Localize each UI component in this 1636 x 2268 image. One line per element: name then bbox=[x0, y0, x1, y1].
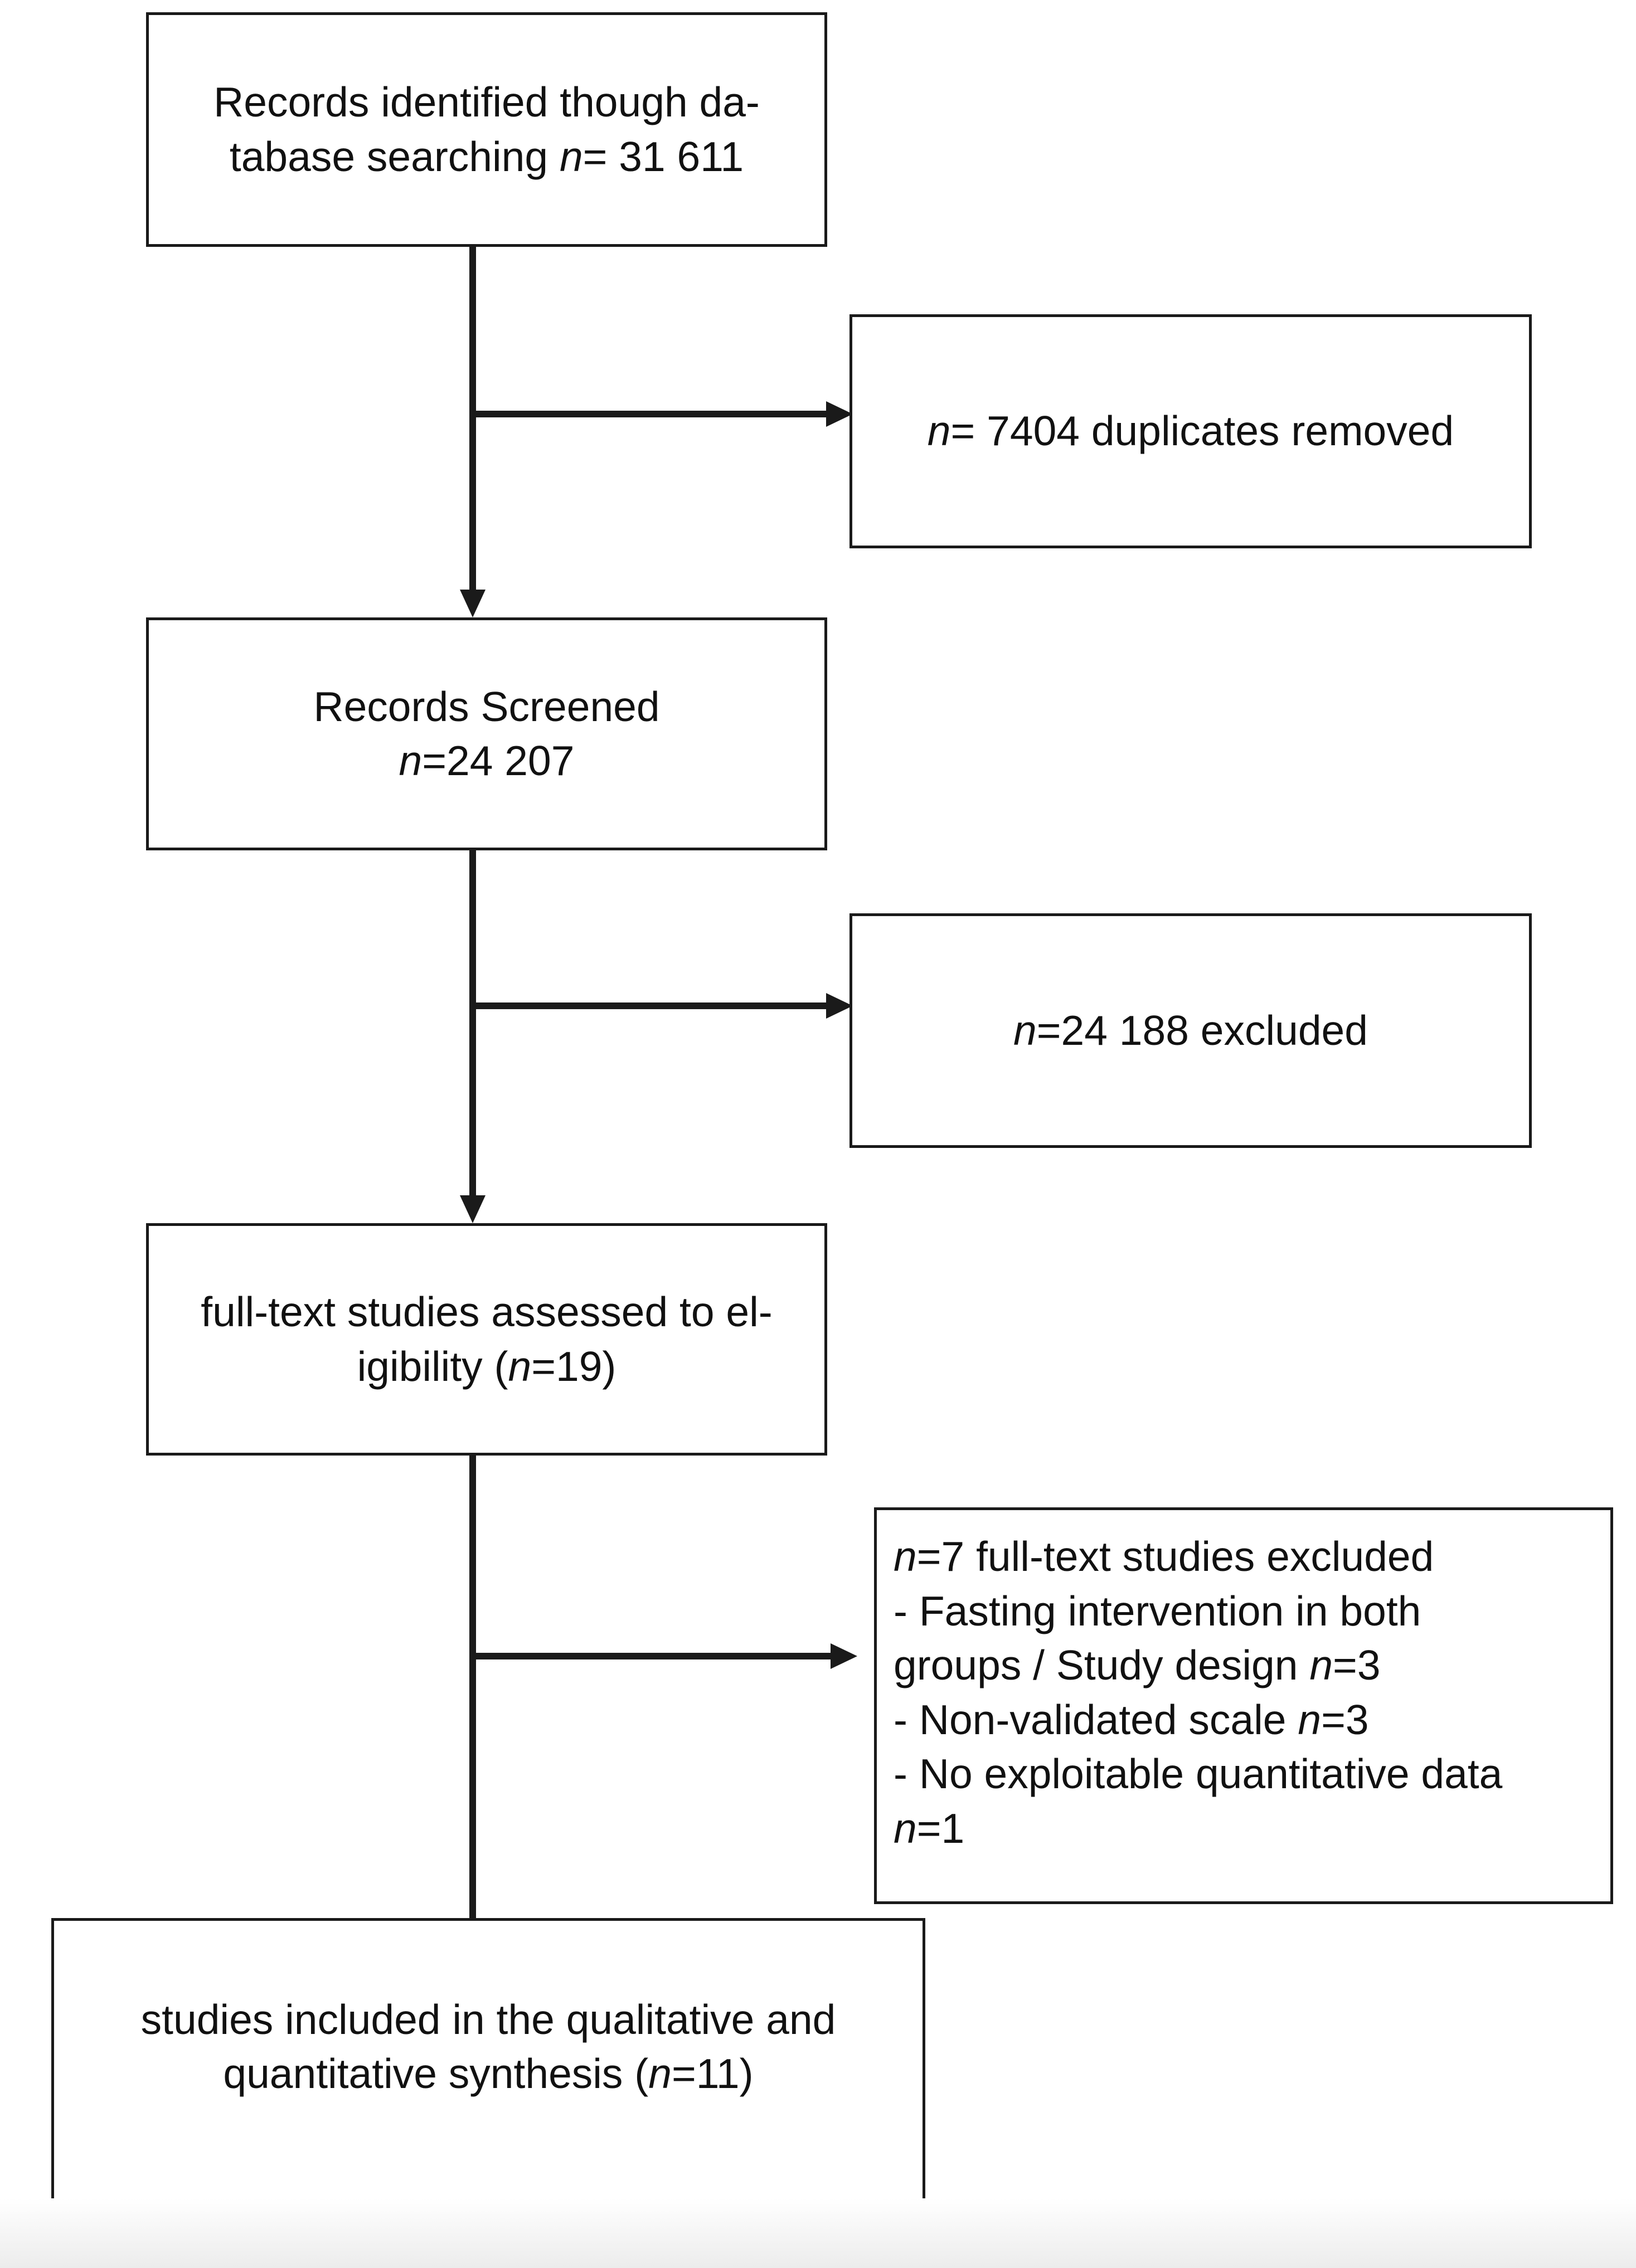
included-studies-text: studies included in the qualitative and … bbox=[141, 1993, 836, 2101]
included-studies-box: studies included in the qualitative and … bbox=[51, 1918, 925, 2248]
included-studies-count: =11) bbox=[671, 2050, 754, 2097]
records-identified-line-2: tabase searching n= 31 611 bbox=[213, 130, 760, 184]
arrowhead-to-screened bbox=[460, 590, 486, 617]
fulltext-excluded-total: n=7 full-text studies excluded bbox=[894, 1530, 1502, 1584]
exclusion-reason-data-count: =1 bbox=[916, 1804, 965, 1852]
exclusion-reason-data: - No exploitable quantitative data bbox=[894, 1750, 1503, 1797]
n-symbol: n bbox=[894, 1533, 917, 1580]
screening-excluded-box: n=24 188 excluded bbox=[849, 913, 1532, 1148]
n-symbol: n bbox=[1298, 1696, 1322, 1743]
exclusion-reason-scale-count: =3 bbox=[1321, 1696, 1369, 1743]
records-screened-line-2: n=24 207 bbox=[313, 734, 659, 789]
exclusion-reason-fasting-count: =3 bbox=[1333, 1642, 1381, 1688]
n-symbol: n bbox=[559, 133, 583, 180]
exclusion-reason-fasting-text: groups / Study design bbox=[894, 1642, 1310, 1688]
included-studies-prefix: quantitative synthesis ( bbox=[223, 2050, 649, 2097]
n-symbol: n bbox=[648, 2050, 672, 2097]
arrowhead-to-duplicates bbox=[826, 401, 853, 427]
records-identified-box: Records identified though da- tabase sea… bbox=[146, 12, 827, 247]
n-symbol: n bbox=[894, 1804, 917, 1852]
exclusion-reason-scale: - Non-validated scale n=3 bbox=[894, 1693, 1502, 1748]
fulltext-excluded-box: n=7 full-text studies excluded - Fasting… bbox=[874, 1507, 1613, 1904]
duplicates-removed-box: n= 7404 duplicates removed bbox=[849, 314, 1532, 548]
screening-excluded-text: n=24 188 excluded bbox=[1013, 1004, 1368, 1058]
records-identified-line-1: Records identified though da- bbox=[213, 79, 760, 125]
records-identified-count: = 31 611 bbox=[582, 133, 744, 180]
eligibility-text: full-text studies assessed to el- igibil… bbox=[201, 1285, 772, 1394]
screening-excluded-count: =24 188 excluded bbox=[1036, 1006, 1368, 1054]
bottom-shadow bbox=[0, 2198, 1636, 2268]
eligibility-box: full-text studies assessed to el- igibil… bbox=[146, 1223, 827, 1456]
exclusion-reason-fasting-cont: groups / Study design n=3 bbox=[894, 1638, 1502, 1693]
exclusion-reason-data-count-line: n=1 bbox=[894, 1802, 1502, 1856]
records-screened-box: Records Screened n=24 207 bbox=[146, 617, 827, 850]
exclusion-reason-scale-text: - Non-validated scale bbox=[894, 1696, 1298, 1743]
n-symbol: n bbox=[1013, 1006, 1037, 1054]
included-studies-line-2: quantitative synthesis (n=11) bbox=[141, 2047, 836, 2101]
records-screened-label: Records Screened bbox=[313, 683, 660, 730]
exclusion-reason-fasting: - Fasting intervention in both bbox=[894, 1587, 1421, 1634]
eligibility-prefix: igibility ( bbox=[357, 1342, 508, 1390]
included-studies-line-1: studies included in the qualitative and bbox=[140, 1996, 836, 2043]
arrowhead-to-excluded bbox=[826, 993, 853, 1019]
n-symbol: n bbox=[399, 737, 423, 784]
eligibility-line-2: igibility (n=19) bbox=[201, 1340, 772, 1394]
duplicates-removed-count: = 7404 duplicates removed bbox=[950, 407, 1454, 455]
arrowhead-to-fulltext-excluded bbox=[831, 1643, 857, 1669]
records-screened-text: Records Screened n=24 207 bbox=[313, 680, 659, 789]
n-symbol: n bbox=[1309, 1642, 1333, 1688]
n-symbol: n bbox=[508, 1342, 532, 1390]
eligibility-count: =19) bbox=[531, 1342, 616, 1390]
fulltext-excluded-total-text: =7 full-text studies excluded bbox=[916, 1533, 1434, 1580]
duplicates-removed-text: n= 7404 duplicates removed bbox=[928, 404, 1454, 459]
records-screened-count: =24 207 bbox=[422, 737, 575, 784]
eligibility-line-1: full-text studies assessed to el- bbox=[201, 1288, 773, 1335]
fulltext-excluded-text: n=7 full-text studies excluded - Fasting… bbox=[894, 1530, 1502, 1856]
n-symbol: n bbox=[927, 407, 951, 455]
records-identified-prefix: tabase searching bbox=[229, 133, 560, 180]
records-identified-text: Records identified though da- tabase sea… bbox=[213, 75, 760, 184]
arrowhead-to-eligibility bbox=[460, 1195, 486, 1223]
